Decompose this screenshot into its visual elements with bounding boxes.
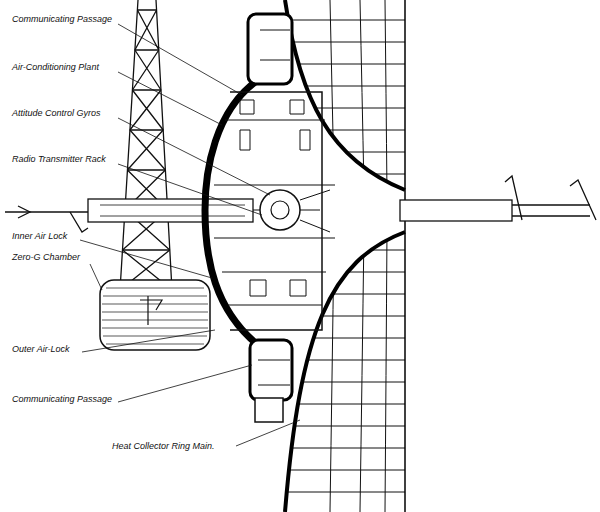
part-label: Zero-G Chamber (12, 252, 80, 263)
part-label: Air-Conditioning Plant (12, 62, 99, 73)
hub-body (205, 14, 335, 422)
part-label: Inner Air Lock (12, 231, 67, 242)
part-label: Communicating Passage (12, 14, 112, 25)
lattice-tower (120, 0, 172, 290)
mirror-axis (404, 0, 406, 512)
part-label: Radio Transmitter Rack (12, 154, 106, 165)
leader-lines (80, 24, 300, 446)
part-label: Attitude Control Gyros (12, 108, 101, 119)
part-label: Outer Air-Lock (12, 344, 70, 355)
mirror-rim (285, 232, 405, 512)
mirror-rim (285, 0, 405, 190)
part-label: Heat Collector Ring Main. (112, 441, 215, 452)
zero-g-chamber (100, 280, 210, 350)
mirror-grid (280, 0, 405, 512)
part-label: Communicating Passage (12, 394, 112, 405)
